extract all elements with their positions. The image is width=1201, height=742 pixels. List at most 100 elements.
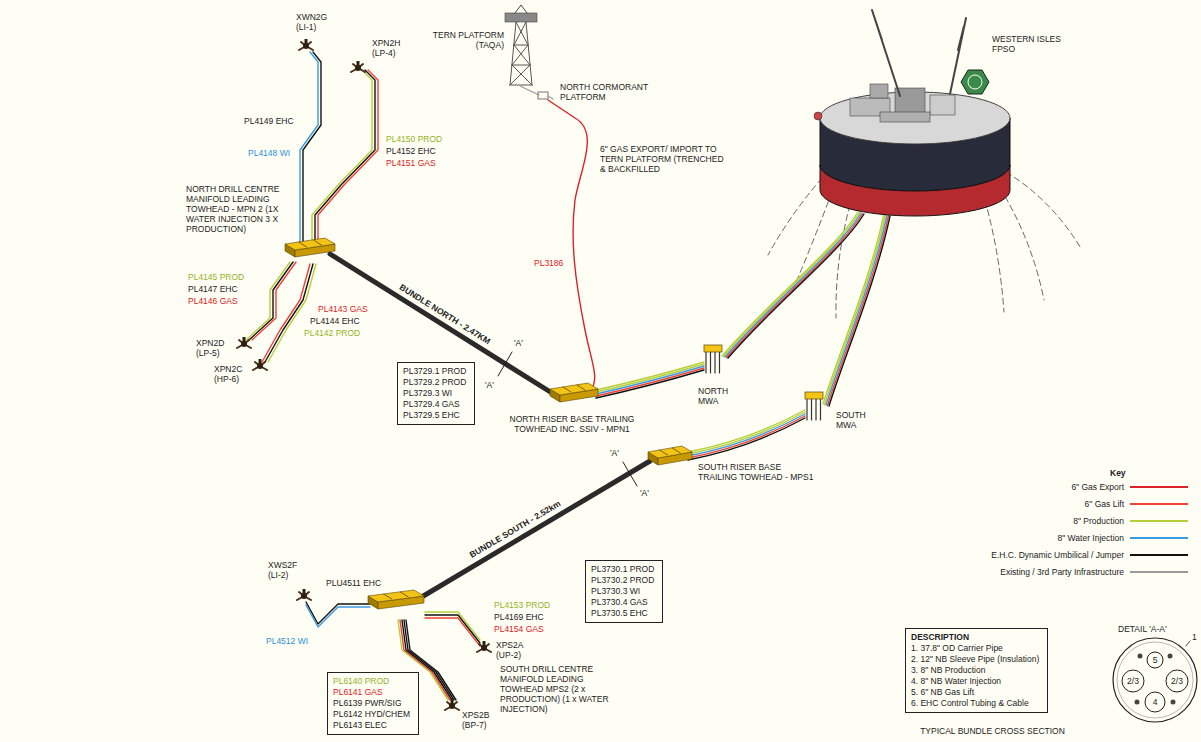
wellhead-tree bbox=[483, 641, 486, 646]
label: PL4143 GAS bbox=[318, 304, 368, 314]
flowline bbox=[596, 370, 704, 398]
towhead bbox=[368, 590, 424, 609]
fpso-topsides bbox=[870, 84, 888, 98]
flowline bbox=[312, 70, 372, 242]
wellhead-symbol bbox=[297, 589, 311, 600]
wellhead-tree bbox=[305, 39, 308, 44]
label: 'A' bbox=[514, 338, 523, 348]
legend-text: 6" Gas Lift bbox=[924, 499, 1124, 509]
label: PL4144 EHC bbox=[310, 316, 360, 326]
label: PL4151 GAS bbox=[386, 158, 436, 168]
pipeline-line: PL6139 PWR/SIG bbox=[333, 698, 413, 709]
mooring-line bbox=[792, 192, 832, 292]
label: XPN2D (LP-5) bbox=[196, 338, 230, 358]
wellhead-tree bbox=[357, 61, 360, 66]
label: NORTH CORMORANT PLATFORM bbox=[560, 82, 650, 102]
existing-pipeline bbox=[548, 96, 553, 99]
towhead-frame bbox=[563, 385, 585, 392]
flowline bbox=[596, 362, 704, 390]
fpso-topsides bbox=[880, 112, 930, 122]
section-mark bbox=[498, 352, 512, 376]
wellhead-tree bbox=[451, 699, 454, 704]
flowline bbox=[318, 70, 378, 242]
flowline bbox=[727, 214, 863, 358]
towhead bbox=[648, 446, 692, 465]
wellhead-symbol bbox=[299, 39, 313, 50]
existing-pipeline bbox=[520, 86, 539, 95]
legend-text: 8" Production bbox=[924, 516, 1124, 526]
label: PLU4511 EHC bbox=[326, 578, 381, 588]
label: 2/3 bbox=[1171, 676, 1183, 686]
label: PL4512 WI bbox=[266, 636, 308, 646]
label: 2/3 bbox=[1127, 676, 1139, 686]
flowline bbox=[826, 215, 887, 405]
pipeline-line: PL3729.5 EHC bbox=[403, 410, 469, 421]
label: PL4145 PROD bbox=[188, 272, 244, 282]
gas-lift-pipe bbox=[1147, 652, 1163, 668]
towhead-top bbox=[368, 590, 424, 602]
tern-jacket bbox=[510, 22, 532, 85]
fpso-topsides bbox=[930, 95, 955, 115]
label: PL4154 GAS bbox=[494, 624, 544, 634]
flowline bbox=[724, 213, 860, 357]
label: SOUTH MWA bbox=[836, 410, 876, 430]
flowline bbox=[596, 366, 704, 394]
helideck-marking bbox=[968, 75, 982, 89]
pipeline-line: 1. 37.8" OD Carrier Pipe bbox=[911, 643, 1042, 654]
carrier-pipe-inner bbox=[1117, 642, 1193, 718]
pipeline-line: 3. 8" NB Production bbox=[911, 665, 1042, 676]
flowline bbox=[315, 70, 375, 242]
tern-topsides bbox=[505, 13, 537, 22]
flowline bbox=[823, 214, 884, 404]
fpso-hull-red-band bbox=[820, 165, 1010, 216]
mwa-leg bbox=[820, 399, 821, 420]
towhead-frame bbox=[299, 240, 322, 247]
label: DETAIL 'A-A' bbox=[1118, 624, 1167, 634]
label: 5 bbox=[1153, 655, 1158, 665]
pipeline-line: PL6141 GAS bbox=[333, 687, 413, 698]
label: XWN2G (LI-1) bbox=[296, 12, 330, 32]
mwa-buoy bbox=[704, 345, 722, 352]
label: PL4142 PROD bbox=[304, 328, 360, 338]
wellhead-tree bbox=[259, 359, 262, 364]
label: XPS2A (UP-2) bbox=[496, 640, 530, 660]
legend-swatch bbox=[1130, 537, 1188, 539]
label: PL4149 EHC bbox=[244, 116, 294, 126]
label: XPN2C (HP-6) bbox=[214, 364, 248, 384]
flowline bbox=[825, 215, 886, 405]
flowline bbox=[828, 216, 889, 406]
legend-text: Existing / 3rd Party Infrastructure bbox=[924, 567, 1124, 577]
label: TYPICAL BUNDLE CROSS SECTION bbox=[905, 726, 1080, 736]
pipeline-line: 2. 12" NB Sleeve Pipe (Insulation) bbox=[911, 654, 1042, 665]
fpso-turret-item bbox=[814, 112, 822, 120]
bundle-north bbox=[330, 254, 552, 393]
table-heading: DESCRIPTION bbox=[911, 632, 1042, 643]
pipeline-line: 4. 8" NB Water Injection bbox=[911, 676, 1042, 687]
pipeline-line: PL3729.4 GAS bbox=[403, 399, 469, 410]
label: SOUTH RISER BASE TRAILING TOWHEAD - MPS1 bbox=[698, 462, 816, 482]
label: BUNDLE SOUTH - 2.52km bbox=[468, 498, 563, 560]
mooring-line bbox=[768, 178, 822, 255]
label: Key bbox=[1110, 468, 1126, 478]
mwa-leg bbox=[710, 352, 711, 373]
legend-swatch bbox=[1130, 503, 1188, 505]
towhead-frame bbox=[384, 592, 409, 599]
mooring-line bbox=[836, 205, 850, 318]
mwa-leg bbox=[719, 352, 720, 373]
ehc-tube bbox=[1135, 700, 1140, 705]
wellhead-symbol bbox=[237, 337, 251, 348]
flowline bbox=[596, 364, 704, 392]
pipeline-line: PL6140 PROD bbox=[333, 676, 413, 687]
towhead-top bbox=[648, 446, 692, 458]
towhead bbox=[285, 238, 335, 257]
mwa-leg bbox=[714, 352, 715, 373]
towhead-top bbox=[550, 383, 598, 395]
label: BUNDLE NORTH - 2.47KM bbox=[398, 282, 493, 346]
label: XWS2F (LI-2) bbox=[268, 560, 302, 580]
ehc-tube bbox=[1171, 700, 1176, 705]
flowline bbox=[688, 418, 805, 460]
flowline bbox=[268, 264, 316, 362]
flowline bbox=[728, 214, 864, 358]
pipeline-line: PL6143 ELEC bbox=[333, 720, 413, 731]
